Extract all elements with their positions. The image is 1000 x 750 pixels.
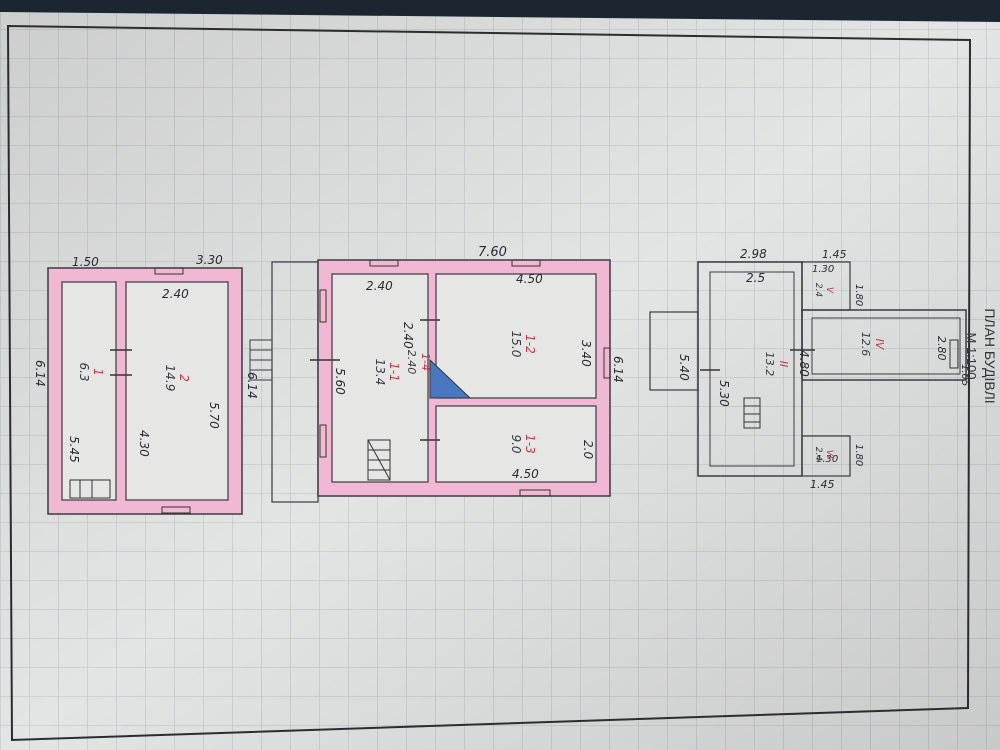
outbuilding-dim-right: 6.14 (245, 372, 259, 399)
annex-dim-top-width: 2.98 (740, 247, 767, 261)
outbuilding-plan: 1.50 3.30 2.40 6.14 6.14 5.70 5.45 4.30 … (33, 253, 259, 515)
outbuilding-dim-room2-bottom: 4.30 (137, 430, 151, 457)
annex-plan: 2.98 1.45 2.5 1.30 1.80 5.30 5.40 4.80 2… (649, 247, 970, 491)
house-dim-room2-width: 4.50 (516, 272, 543, 286)
house-dim-overall-width: 7.60 (478, 245, 507, 260)
annex-dim-room-inner: 4.80 (797, 350, 811, 377)
outbuilding-room-2-area: 14.9 (163, 365, 177, 392)
house-room-1-3-area: 9.0 (509, 434, 523, 453)
annex-room-IV-area: 12.6 (859, 332, 872, 357)
plan-title: ПЛАН БУДІВЛІ (982, 308, 998, 403)
annex-dim-right-depth: 2.80 (935, 336, 948, 361)
outbuilding-dim-top-left: 1.50 (72, 255, 99, 269)
annex-dim-right-stub: 1.05 (959, 364, 970, 386)
house-room-1-1-area: 13.4 (373, 359, 387, 386)
annex-room-VI-area: 2.4 (813, 447, 823, 462)
annex-dim-bottom-small: 1.45 (810, 478, 835, 491)
house-room-1-2-area: 15.0 (509, 331, 523, 358)
annex-dim-small-room-w: 1.30 (812, 264, 834, 275)
annex-dim-left-depth: 5.30 (717, 380, 731, 407)
annex-room-II-area: 13.2 (763, 352, 776, 377)
annex-dim-top-inner: 2.5 (746, 271, 765, 285)
house-dim-room2-depth: 3.40 (579, 340, 593, 367)
house-plan: 7.60 2.40 4.50 4.50 6.14 3.40 2.0 5.60 2… (249, 245, 625, 503)
house-dim-room1-width: 2.40 (366, 279, 393, 293)
plan-header: ПЛАН БУДІВЛІ М 1:100 (964, 308, 998, 403)
house-dim-room3-width: 4.50 (512, 467, 539, 481)
annex-dim-porch-depth: 5.40 (677, 354, 691, 381)
house-room-1-2-number: 1-2 (523, 334, 537, 354)
outbuilding-dim-left: 6.14 (33, 360, 47, 387)
annex-room-VI-number: VI (824, 450, 834, 459)
annex-room-IV-number: IV (873, 339, 886, 351)
outbuilding-room-2-number: 2 (177, 374, 191, 382)
house-room-1-1-number: 1-1 (387, 362, 401, 382)
plan-scale: М 1:100 (964, 333, 979, 380)
annex-room-II-number: II (777, 361, 790, 368)
outbuilding-dim-room1-length: 5.45 (67, 436, 81, 463)
outbuilding-room-1-area: 6.3 (77, 362, 91, 381)
house-room-1-3-number: 1-3 (523, 434, 537, 454)
annex-dim-small-room-h: 1.80 (853, 284, 864, 306)
outbuilding-dim-room2-width: 2.40 (162, 287, 189, 301)
annex-room-V-number: V (824, 287, 834, 294)
annex-room-V-area: 2.4 (813, 283, 823, 298)
outbuilding-dim-top-right: 3.30 (196, 253, 223, 267)
annex-dim-small-top: 1.45 (822, 248, 847, 261)
outbuilding-dim-room2-length: 5.70 (207, 402, 221, 429)
house-dim-corridor: 2.40 (401, 322, 415, 349)
annex-dim-small-room-bh: 1.80 (853, 444, 864, 466)
house-room-1-4-number: 1-4 (419, 353, 432, 371)
house-dim-room1-depth: 5.60 (333, 368, 347, 395)
house-room-1-4-area: 2.40 (405, 350, 418, 375)
house-dim-overall-depth: 6.14 (611, 356, 625, 383)
annex-dim-small-room-b: 1.30 (816, 454, 838, 465)
outbuilding-room-1-number: 1 (91, 368, 105, 376)
house-dim-room3-depth: 2.0 (581, 440, 595, 459)
